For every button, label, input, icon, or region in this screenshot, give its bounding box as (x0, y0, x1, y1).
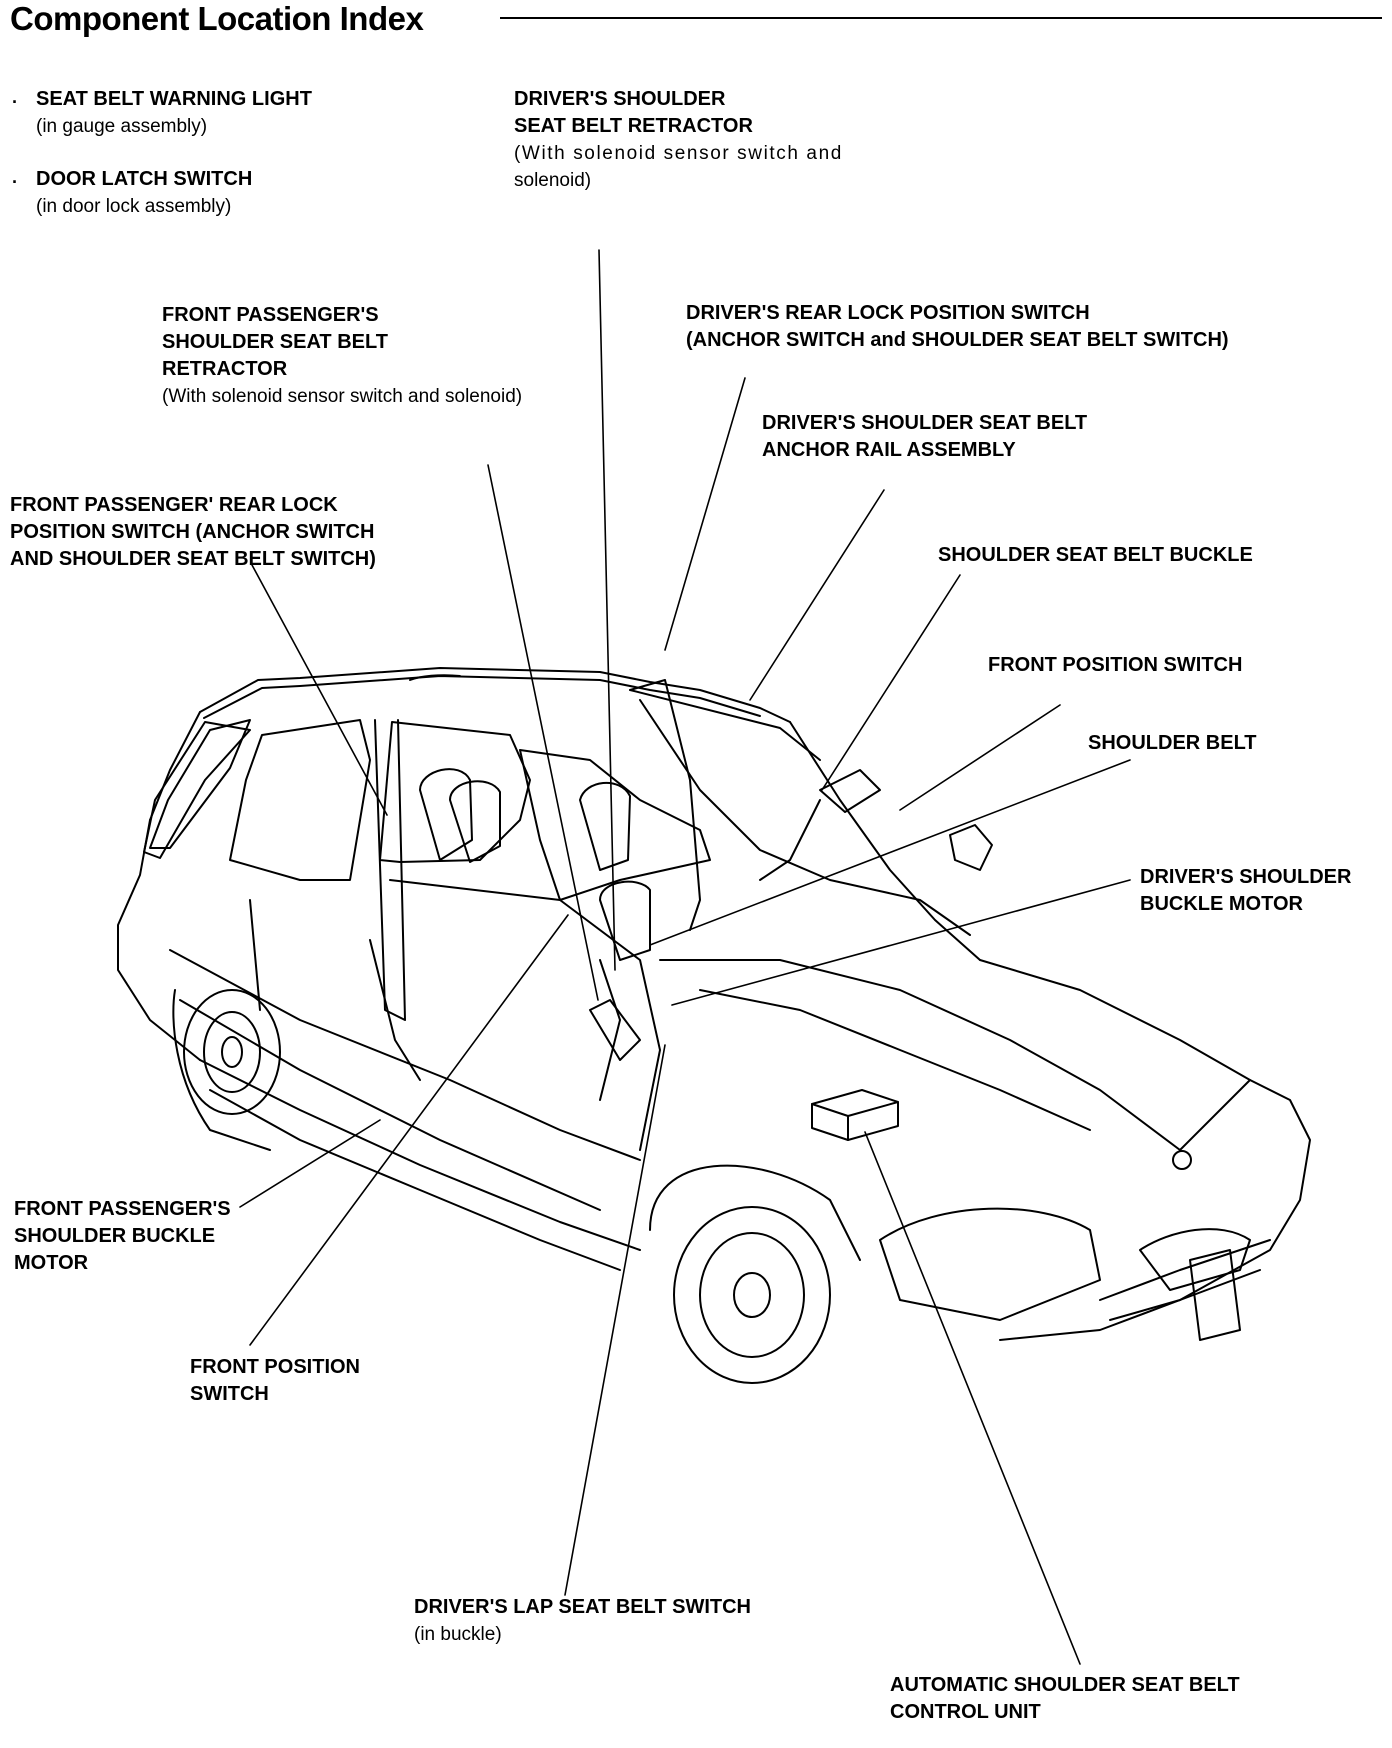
label-shoulder-seat-belt-buckle: SHOULDER SEAT BELT BUCKLE (938, 544, 1253, 566)
label-shoulder-belt: SHOULDER BELT (1088, 732, 1257, 754)
bullet-icon: · (12, 92, 18, 112)
label-drivers-shoulder-retractor: DRIVER'S SHOULDER SEAT BELT RETRACTOR (W… (514, 88, 843, 191)
label-drivers-lap-seat-belt-switch: DRIVER'S LAP SEAT BELT SWITCH (in buckle… (414, 1596, 751, 1645)
label-door-latch-switch: DOOR LATCH SWITCH (in door lock assembly… (36, 168, 253, 217)
leader-lines (239, 249, 1131, 1665)
label-drivers-buckle-motor: DRIVER'S SHOULDER BUCKLE MOTOR (1140, 866, 1352, 915)
label-front-passenger-retractor: FRONT PASSENGER'S SHOULDER SEAT BELT RET… (162, 304, 523, 407)
label-seat-belt-warning-light: SEAT BELT WARNING LIGHT (in gauge assemb… (36, 88, 312, 137)
bullet-icon: · (12, 172, 18, 192)
label-front-passenger-buckle-motor: FRONT PASSENGER'S SHOULDER BUCKLE MOTOR (14, 1198, 231, 1274)
label-front-position-switch-right: FRONT POSITION SWITCH (988, 654, 1243, 676)
label-drivers-rear-lock-switch: DRIVER'S REAR LOCK POSITION SWITCH (ANCH… (686, 302, 1229, 351)
label-drivers-anchor-rail: DRIVER'S SHOULDER SEAT BELT ANCHOR RAIL … (762, 412, 1088, 461)
label-control-unit: AUTOMATIC SHOULDER SEAT BELT CONTROL UNI… (890, 1674, 1240, 1723)
page-title: Component Location Index (10, 0, 424, 37)
label-front-position-switch-left: FRONT POSITION SWITCH (190, 1356, 360, 1405)
car-body (117, 667, 1311, 1384)
label-front-passenger-rear-lock: FRONT PASSENGER' REAR LOCK POSITION SWIT… (10, 494, 376, 570)
title-rule (500, 17, 1382, 19)
